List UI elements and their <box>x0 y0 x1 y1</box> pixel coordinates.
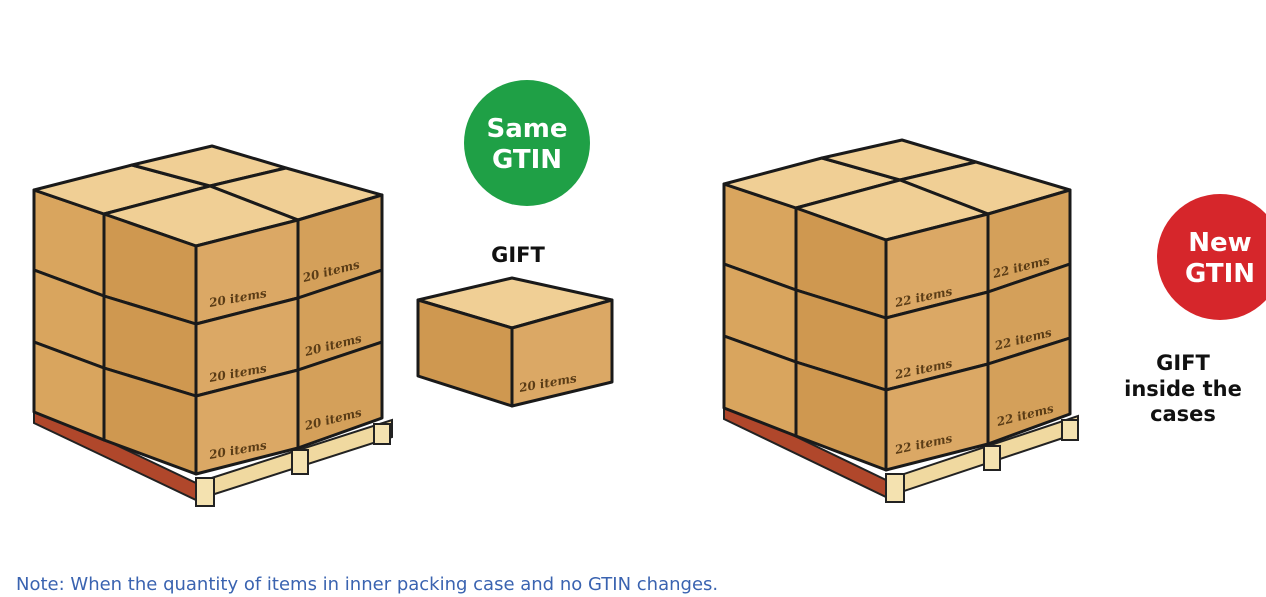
new-gtin-badge: New GTIN <box>1157 194 1266 320</box>
badge-line-2: GTIN <box>1185 259 1255 289</box>
same-gtin-badge: Same GTIN <box>464 80 590 206</box>
caption-line-3: cases <box>1150 402 1216 426</box>
right-pallet: 22 items 22 items 22 items 22 items 22 i… <box>724 140 1078 502</box>
badge-line-2: GTIN <box>492 145 562 175</box>
left-pallet: 20 items 20 items 20 items 20 items 20 i… <box>34 146 392 506</box>
caption-line-2: inside the <box>1124 377 1242 401</box>
note-caption: Note: When the quantity of items in inne… <box>16 574 1256 597</box>
gift-box: GIFT 20 items <box>418 243 612 406</box>
gift-caption: GIFT <box>491 243 545 267</box>
badge-line-1: Same <box>487 114 568 144</box>
gift-inside-caption: GIFT inside the cases <box>1124 351 1242 426</box>
badge-line-1: New <box>1188 228 1251 258</box>
caption-line-1: GIFT <box>1156 351 1210 375</box>
